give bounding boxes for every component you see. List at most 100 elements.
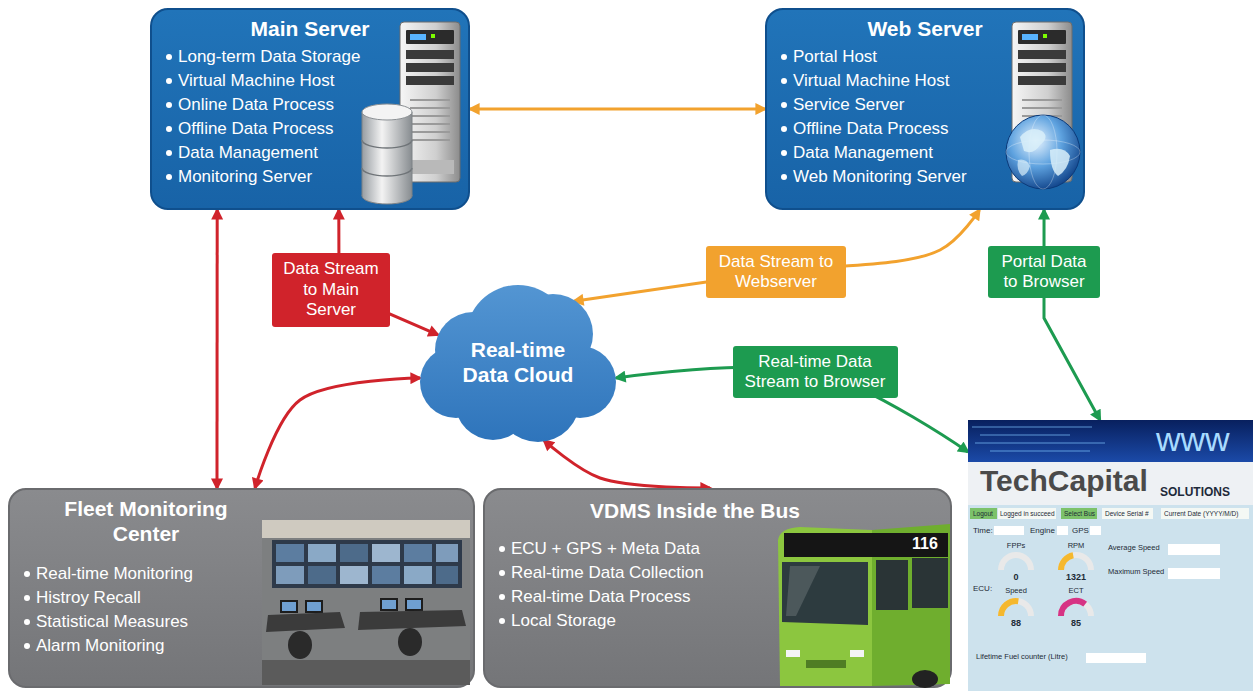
bus-box: VDMS Inside the BusECU + GPS + Meta Data… (483, 488, 952, 688)
browser-screenshot: wwwTechCapitalSOLUTIONS Logout Logged in s… (968, 420, 1253, 691)
bullet-item: Alarm Monitoring (22, 634, 252, 658)
text-slot: 0 (1001, 572, 1031, 582)
screen-text: Select Bus (1064, 510, 1095, 517)
bullet-item: ECU + GPS + Meta Data (497, 537, 759, 561)
box-title: Main Server (152, 16, 468, 41)
screen-text: GPS (1072, 526, 1089, 535)
edge-label-box: Data Stream to Main Server (272, 253, 390, 326)
text-slot: TechCapital (980, 464, 1148, 499)
text-slot: www (1156, 420, 1230, 459)
screen-text: FPPs (1001, 542, 1031, 551)
text-slot: Logged in succeed (1000, 510, 1055, 517)
connector-arrow (215, 210, 218, 488)
bullet-item: Real-time Monitoring (22, 562, 252, 586)
screen-text: 88 (1001, 618, 1031, 628)
connector-arrow (574, 210, 979, 301)
center-box: Fleet Monitoring CenterReal-time Monitor… (8, 488, 475, 688)
bullet-item: Statistical Measures (22, 610, 252, 634)
screen-text: Device Serial # (1105, 510, 1149, 517)
browser-screenshot-art (968, 420, 1253, 691)
text-slot: 1321 (1061, 572, 1091, 582)
connector-arrow (1044, 210, 1100, 420)
screen-text: RPM (1061, 542, 1091, 551)
bullet-item: Data Management (779, 141, 994, 165)
edge-label-box: Portal Data to Browser (988, 246, 1100, 299)
connector-arrow (544, 440, 710, 488)
bullet-item: Offline Data Process (779, 117, 994, 141)
bullet-item: Data Management (164, 141, 379, 165)
bullet-item: Virtual Machine Host (779, 69, 994, 93)
bullet-item: Histroy Recall (22, 586, 252, 610)
text-slot: Time: (973, 526, 993, 535)
text-slot: SOLUTIONS (1160, 486, 1230, 500)
text-slot: RPM (1061, 542, 1091, 551)
bullet-item: Web Monitoring Server (779, 165, 994, 189)
bullet-item: Long-term Data Storage (164, 45, 379, 69)
screen-text: ECU: (973, 584, 992, 593)
cloud-title: Real-time Data Cloud (453, 337, 583, 387)
screen-text: TechCapital (980, 464, 1148, 499)
text-slot: Average Speed (1108, 544, 1160, 553)
bus-photo (778, 524, 950, 688)
screen-text: 1321 (1061, 572, 1091, 582)
text-slot: Maximum Speed (1108, 568, 1164, 577)
screen-text: Lifetime Fuel counter (Litre) (976, 653, 1068, 662)
bullet-item: Portal Host (779, 45, 994, 69)
edge-label: Portal Data to Browser (993, 252, 1095, 293)
box-title: Fleet Monitoring Center (46, 496, 246, 546)
screen-text: Time: (973, 526, 993, 535)
route-number: 116 (912, 535, 938, 553)
screen-text: 85 (1061, 618, 1091, 628)
text-slot: Device Serial # (1105, 510, 1149, 517)
bullet-item: Real-time Data Process (497, 585, 759, 609)
screen-text: www (1156, 420, 1230, 459)
edge-label-box: Data Stream to Webserver (706, 246, 846, 299)
globe-icon (1006, 115, 1080, 189)
text-slot: GPS (1072, 526, 1089, 535)
screen-text: Logged in succeed (1000, 510, 1055, 517)
box-title: VDMS Inside the Bus (515, 498, 875, 523)
text-slot: Engine (1030, 526, 1055, 535)
cloud-outline (418, 282, 618, 442)
bullet-item: Online Data Process (164, 93, 379, 117)
control-room-photo (262, 520, 470, 685)
edge-label-box: Real-time Data Stream to Browser (733, 346, 898, 399)
edge-label: Real-time Data Stream to Browser (738, 352, 893, 393)
screen-text: Maximum Speed (1108, 568, 1164, 577)
text-slot: ECT (1061, 587, 1091, 596)
screen-text: Engine (1030, 526, 1055, 535)
edge-label: Data Stream to Webserver (711, 252, 841, 293)
text-slot: ECU: (973, 584, 992, 593)
screen-text: Logout (973, 510, 993, 517)
text-slot: Lifetime Fuel counter (Litre) (976, 653, 1068, 662)
connector-arrow (255, 378, 420, 488)
text-slot: 88 (1001, 618, 1031, 628)
database-icon (362, 104, 412, 204)
screen-text: SOLUTIONS (1160, 486, 1230, 500)
server-tower (1012, 22, 1072, 182)
screen-text: 0 (1001, 572, 1031, 582)
screen-text: Current Date (YYYY/M/D) (1164, 510, 1238, 517)
bullet-item: Service Server (779, 93, 994, 117)
bullet-item: Local Storage (497, 609, 759, 633)
server-box: Main ServerLong-term Data StorageVirtual… (150, 8, 470, 210)
bullet-item: Offline Data Process (164, 117, 379, 141)
screen-text: Average Speed (1108, 544, 1160, 553)
data-cloud: Real-time Data Cloud (418, 282, 618, 442)
server-box: Web ServerPortal HostVirtual Machine Hos… (765, 8, 1085, 210)
text-slot: FPPs (1001, 542, 1031, 551)
screen-text: Speed (1001, 587, 1031, 596)
edge-label: Data Stream to Main Server (277, 259, 385, 320)
text-slot: 85 (1061, 618, 1091, 628)
bullet-item: Virtual Machine Host (164, 69, 379, 93)
text-slot: Current Date (YYYY/M/D) (1164, 510, 1238, 517)
text-slot: Select Bus (1064, 510, 1095, 517)
bullet-item: Real-time Data Collection (497, 561, 759, 585)
screen-text: ECT (1061, 587, 1091, 596)
text-slot: 116 (912, 535, 938, 553)
server-tower (400, 22, 460, 182)
text-slot: Logout (973, 510, 993, 517)
box-title: Web Server (767, 16, 1083, 41)
bullet-item: Monitoring Server (164, 165, 379, 189)
text-slot: Speed (1001, 587, 1031, 596)
